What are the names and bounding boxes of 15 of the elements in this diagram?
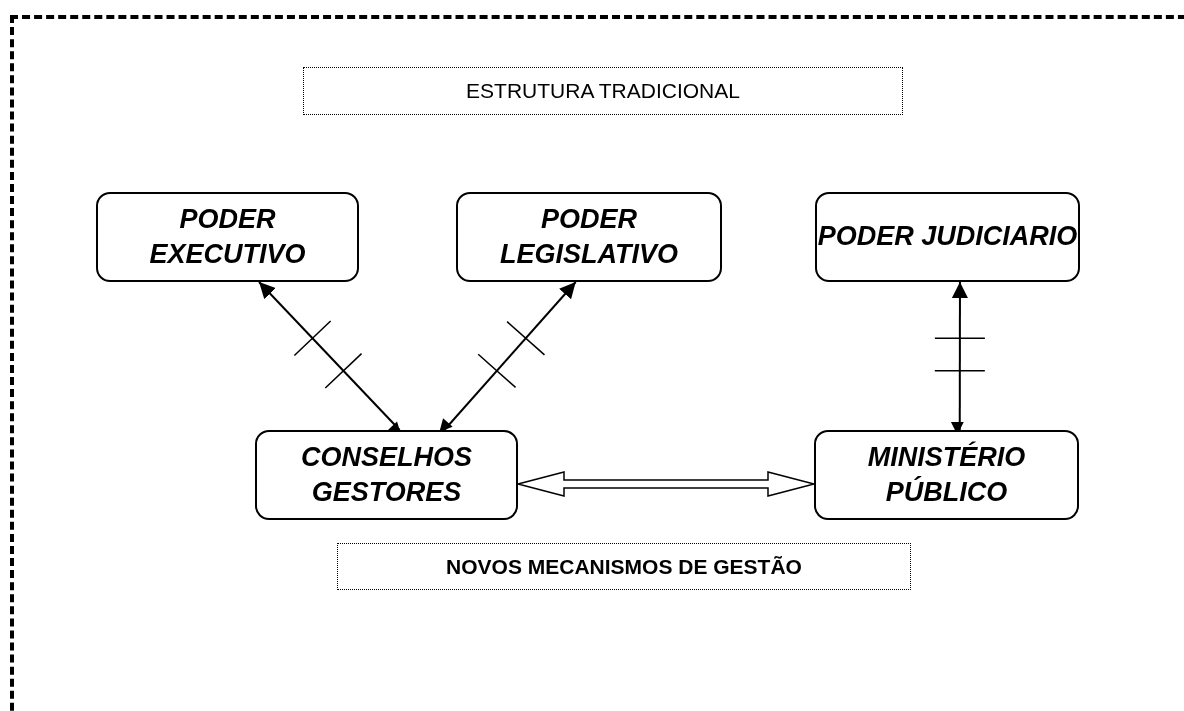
box-label: NOVOS MECANISMOS DE GESTÃO <box>446 553 802 580</box>
section-label-box <box>337 543 911 590</box>
rounded-box <box>814 430 1079 520</box>
rounded-box <box>255 430 518 520</box>
box-label: CONSELHOS GESTORES <box>300 440 473 509</box>
box-label: PODER EXECUTIVO <box>148 202 307 271</box>
section-label-box <box>303 67 903 115</box>
box-label: MINISTÉRIO PÚBLICO <box>866 440 1027 509</box>
rounded-box <box>456 192 722 282</box>
box-label: ESTRUTURA TRADICIONAL <box>466 78 740 105</box>
rounded-box <box>815 192 1080 282</box>
hollow-double-arrow <box>515 471 817 497</box>
box-label: PODER LEGISLATIVO <box>499 202 679 271</box>
box-label: PODER JUDICIARIO <box>817 220 1078 254</box>
rounded-box <box>96 192 359 282</box>
